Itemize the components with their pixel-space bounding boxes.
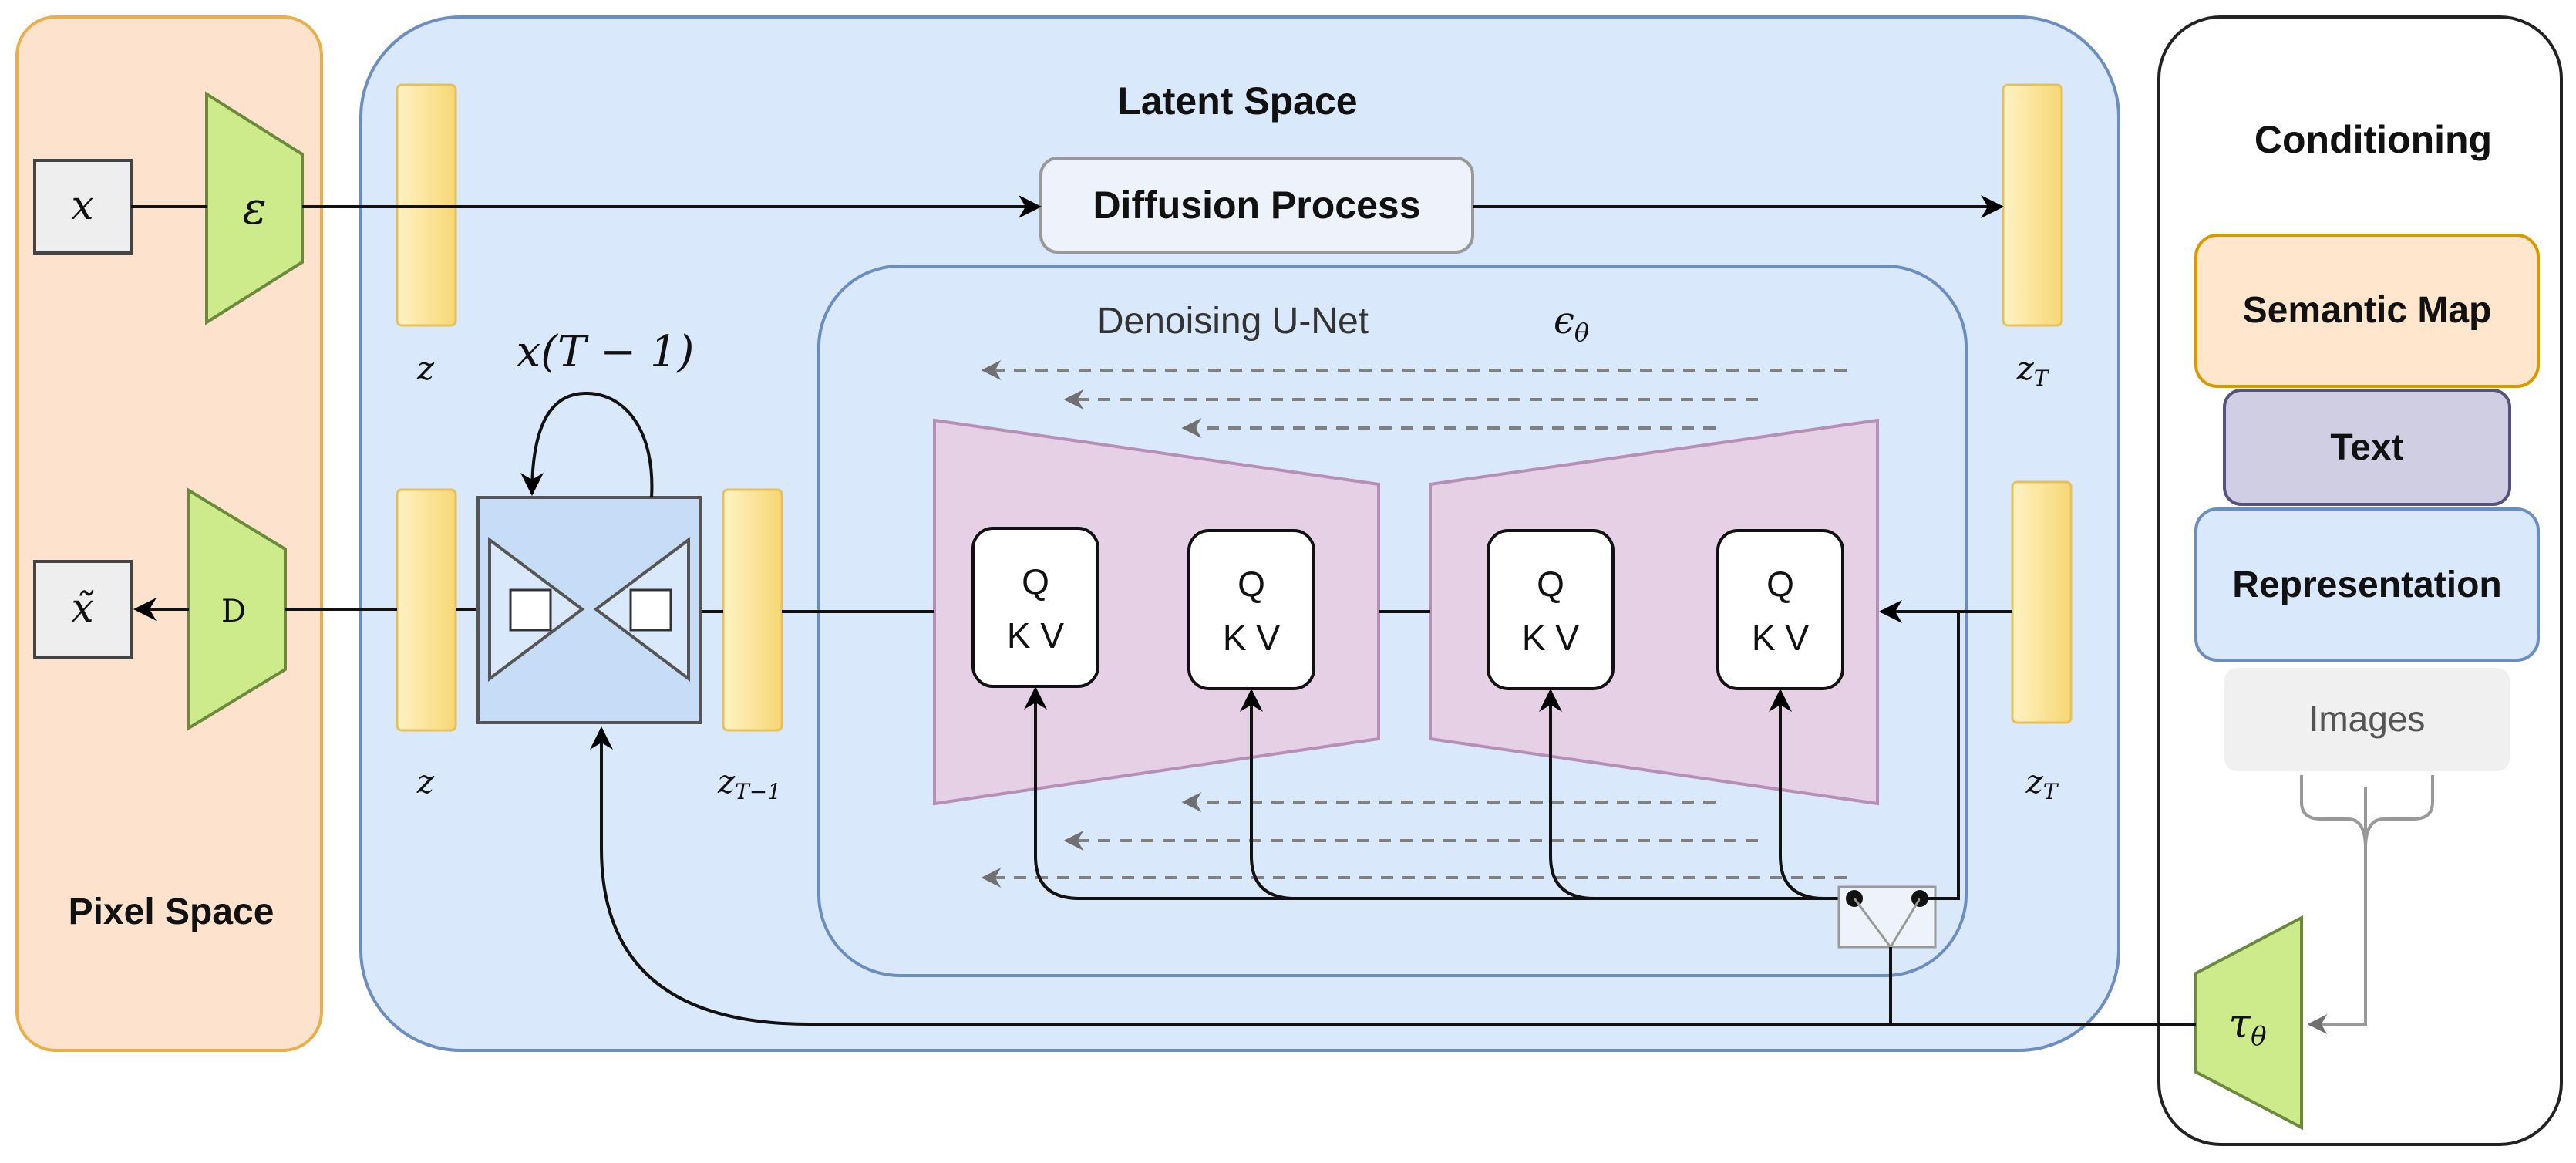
switch-to-unet-right-line <box>1920 612 1960 900</box>
latent-z-bottom <box>396 488 457 732</box>
cond-arrow-2 <box>1240 689 1296 900</box>
latent-zT-bottom <box>2011 480 2073 724</box>
svg-text:K V: K V <box>1223 618 1280 658</box>
latent-z-bottom-label: z <box>416 763 435 801</box>
input-x-label: x <box>71 183 93 229</box>
unet-label: Denoising U-Net <box>1097 301 1369 342</box>
text-label: Text <box>2330 427 2403 468</box>
cond-arrow-4 <box>1769 689 1825 900</box>
encoder <box>205 91 304 325</box>
output-x-tilde-box <box>33 560 133 659</box>
decoder <box>187 487 287 731</box>
semantic-map-box <box>2194 234 2540 388</box>
svg-text:Q: Q <box>1766 564 1794 604</box>
diffusion-process-label: Diffusion Process <box>1093 184 1420 227</box>
representation-label: Representation <box>2232 565 2501 605</box>
svg-text:Q: Q <box>1237 564 1265 604</box>
images-to-tau-arrow <box>2307 787 2367 1034</box>
svg-text:Q: Q <box>1022 561 1049 602</box>
tau-conditioning-line <box>590 726 2196 1026</box>
latent-zT-top <box>2002 83 2063 327</box>
latent-space-title: Latent Space <box>1117 79 1357 123</box>
cond-arrow-3 <box>1539 689 1595 900</box>
attention-block-3: Q K V <box>1487 529 1615 690</box>
tau-label: τθ <box>2228 1001 2266 1052</box>
latent-zT-top-label: zT <box>2016 349 2050 391</box>
denoiser-right-square <box>629 588 672 632</box>
attention-block-4: Q K V <box>1716 529 1844 690</box>
attention-block-2: Q K V <box>1187 529 1315 690</box>
conditioning-title: Conditioning <box>2254 118 2492 161</box>
tau-encoder <box>2194 915 2303 1131</box>
svg-text:K V: K V <box>1752 618 1809 658</box>
attention-block-1: Q K V <box>971 527 1099 688</box>
svg-text:K V: K V <box>1007 615 1064 656</box>
denoiser-left-square <box>509 588 552 632</box>
svg-text:K V: K V <box>1522 618 1579 658</box>
unet-epsilon-label: ϵθ <box>1554 299 1589 347</box>
representation-box <box>2194 507 2540 662</box>
images-box <box>2224 668 2510 771</box>
latent-zT-minus-1 <box>722 488 783 732</box>
svg-text:Q: Q <box>1537 564 1564 604</box>
loop-arrow <box>520 391 654 498</box>
decoder-label: D <box>221 594 246 629</box>
loop-label: x(T − 1) <box>517 327 695 377</box>
pixel-space-title: Pixel Space <box>69 892 274 932</box>
semantic-map-label: Semantic Map <box>2243 290 2492 331</box>
text-box <box>2223 389 2511 506</box>
cond-arrow-1 <box>1024 686 1857 900</box>
switch-lever <box>1853 898 1921 948</box>
latent-z-top-label: z <box>416 349 435 387</box>
output-x-tilde-label: x̃ <box>71 585 94 632</box>
images-label: Images <box>2309 699 2426 739</box>
latent-zT-minus-1-label: zT−1 <box>717 763 781 804</box>
encoder-label: ε <box>242 182 266 234</box>
latent-zT-bottom-label: zT <box>2025 763 2059 804</box>
